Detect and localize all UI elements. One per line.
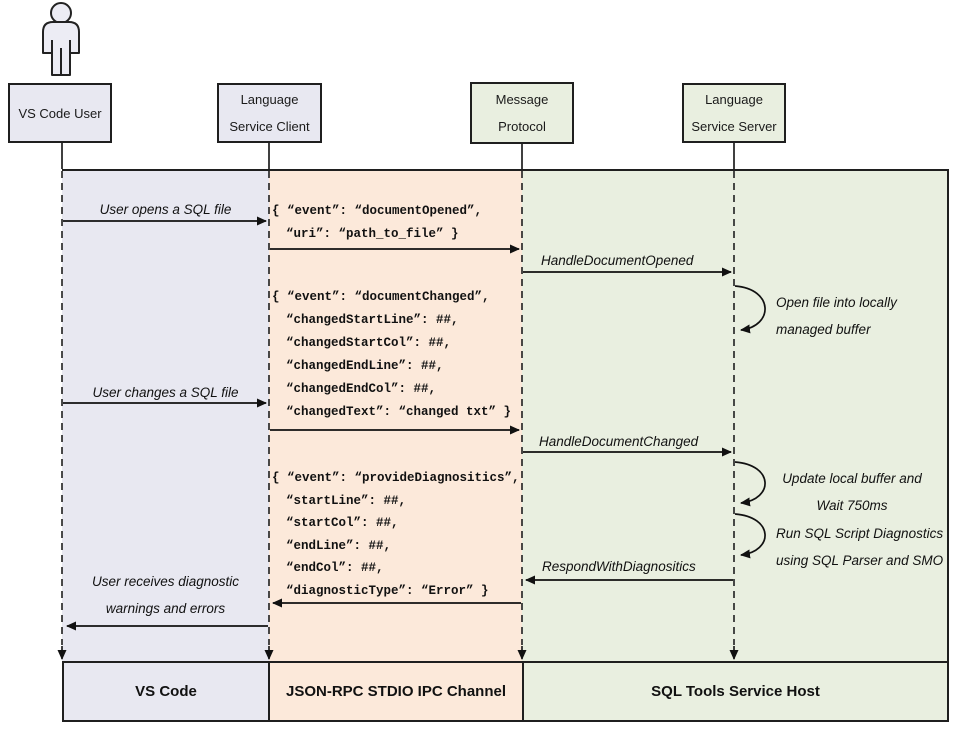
note-run-diagnostics: using SQL Parser and SMO — [776, 553, 944, 568]
payload-line: “startLine”: ##, — [286, 493, 407, 508]
footer-label: SQL Tools Service Host — [651, 683, 820, 700]
actor-label-line: Protocol — [498, 119, 546, 134]
actor-box-vscode-user: VS Code User — [8, 83, 112, 143]
payload-line: “endLine”: ##, — [286, 538, 392, 553]
actor-label-line: Service Client — [229, 119, 310, 134]
payload-line: { “event”: “provideDiagnositics”, — [272, 471, 520, 485]
footer-label: JSON-RPC STDIO IPC Channel — [285, 683, 507, 700]
payload-line: “endCol”: ##, — [286, 561, 384, 575]
label-handle-document-opened: HandleDocumentOpened — [541, 253, 694, 268]
lane-vscode-user — [62, 171, 269, 661]
payload-line: { “event”: “documentChanged”, — [272, 290, 490, 304]
payload-line: “changedEndCol”: ##, — [286, 382, 437, 396]
label-respond-with-diagnostics: RespondWithDiagnositics — [542, 559, 696, 574]
actor-label: VS Code User — [18, 105, 102, 121]
payload-line: “changedStartLine”: ##, — [286, 313, 459, 327]
actor-box-message-protocol: Message Protocol — [470, 82, 574, 144]
actor-box-language-service-server: Language Service Server — [682, 83, 786, 143]
actor-label-line: Message — [495, 92, 549, 107]
actor-label-line: Service Server — [691, 119, 777, 134]
actor-box-language-service-client: Language Service Client — [217, 83, 322, 143]
payload-line: “diagnosticType”: “Error” } — [286, 583, 489, 598]
lifeline-connectors — [61, 143, 735, 169]
label-user-receives-diagnostic: User receives diagnostic — [91, 574, 240, 589]
payload-document-opened: { “event”: “documentOpened”, “uri”: “pat… — [272, 200, 482, 246]
footer-box-sql-tools-service-host: SQL Tools Service Host — [522, 661, 949, 722]
label-handle-document-changed: HandleDocumentChanged — [539, 434, 699, 449]
label-user-receives-diagnostic: warnings and errors — [105, 601, 226, 616]
payload-line: “uri”: “path_to_file” } — [286, 227, 459, 241]
label-user-opens-sql-file: User opens a SQL file — [99, 202, 232, 217]
footer-box-vscode: VS Code — [62, 661, 270, 722]
payload-line: “changedStartCol”: ##, — [286, 336, 452, 350]
footer-label: VS Code — [135, 683, 197, 700]
label-user-changes-sql-file: User changes a SQL file — [92, 385, 239, 400]
note-update-buffer: Update local buffer and — [782, 471, 922, 486]
lane-ipc-channel — [269, 171, 522, 661]
payload-provide-diagnostics: { “event”: “provideDiagnositics”, “start… — [272, 467, 520, 602]
payload-line: { “event”: “documentOpened”, — [272, 204, 483, 218]
lane-service-host — [522, 171, 947, 661]
note-open-buffer: Open file into locally — [776, 295, 897, 310]
note-run-diagnostics: Run SQL Script Diagnostics — [776, 526, 944, 541]
payload-line: “changedText”: “changed txt” } — [286, 405, 512, 419]
payload-line: “startCol”: ##, — [286, 516, 399, 530]
payload-line: “changedEndLine”: ##, — [286, 359, 444, 373]
footer-box-ipc-channel: JSON-RPC STDIO IPC Channel — [268, 661, 524, 722]
actor-label-line: Language — [240, 92, 299, 107]
note-open-buffer: managed buffer — [776, 322, 871, 337]
user-actor-icon — [42, 2, 80, 76]
note-update-buffer: Wait 750ms — [816, 498, 888, 513]
payload-document-changed: { “event”: “documentChanged”, “changedSt… — [272, 286, 511, 424]
actor-label-line: Language — [705, 92, 763, 107]
